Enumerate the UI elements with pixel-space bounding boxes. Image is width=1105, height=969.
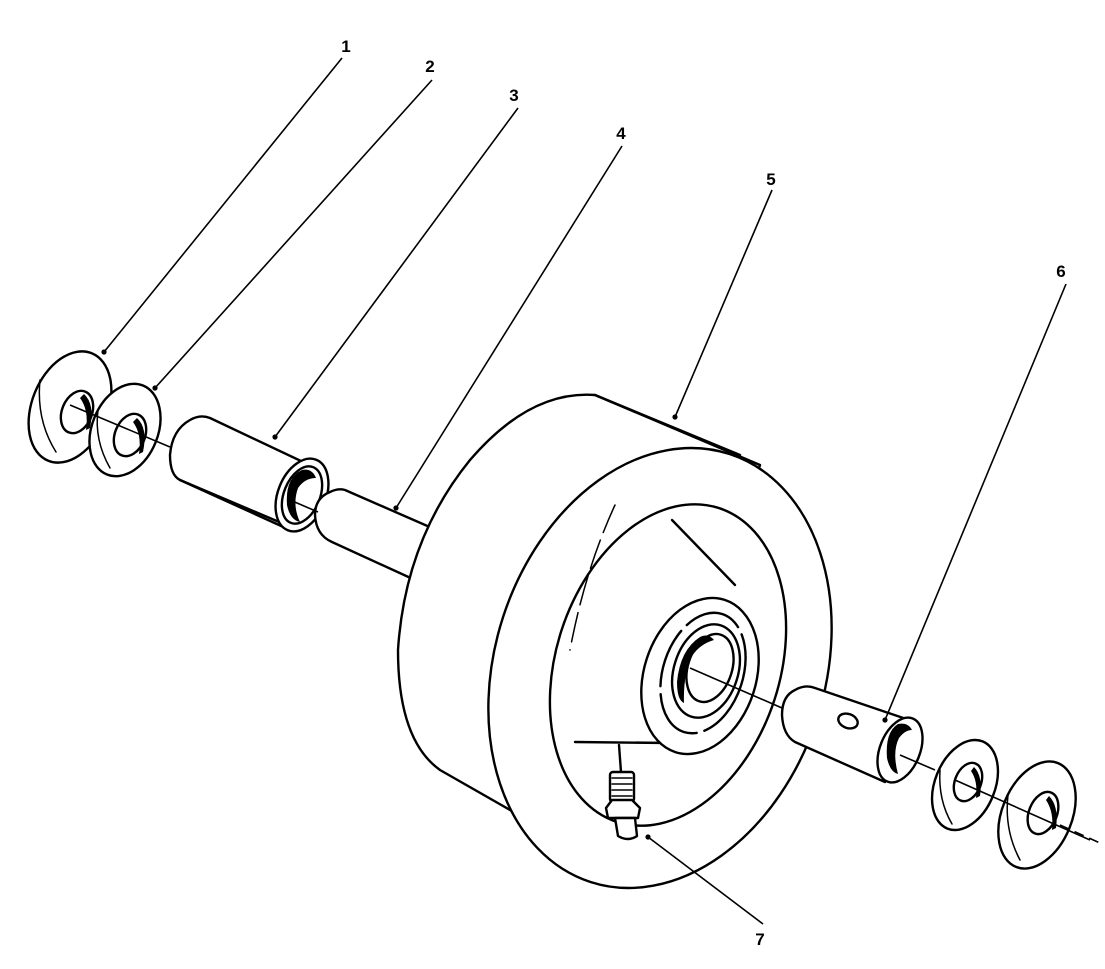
part-3-spacer-tube bbox=[168, 415, 330, 533]
part-6-bushing bbox=[780, 685, 936, 784]
part-2-inner-washer bbox=[88, 382, 162, 478]
callout-7: 7 bbox=[645, 834, 765, 949]
leader-dot bbox=[393, 505, 399, 511]
leader-line bbox=[103, 57, 343, 353]
leader-dot bbox=[272, 434, 278, 440]
callout-label: 1 bbox=[341, 37, 350, 56]
right-outer-washer bbox=[997, 760, 1077, 870]
leader-line bbox=[154, 79, 433, 389]
leader-line bbox=[884, 283, 1067, 721]
leader-line bbox=[674, 189, 773, 418]
part-4-axle-pin bbox=[289, 488, 434, 582]
callouts: 1 2 3 4 5 6 7 bbox=[101, 37, 1067, 949]
leader-dot bbox=[645, 834, 651, 840]
callout-1: 1 bbox=[101, 37, 351, 355]
part-7-grease-fitting bbox=[604, 743, 642, 841]
leader-dot bbox=[101, 349, 107, 355]
leader-dot bbox=[152, 385, 158, 391]
leader-line bbox=[274, 107, 519, 438]
callout-6: 6 bbox=[882, 262, 1067, 723]
axis-line-right-dashed bbox=[1059, 824, 1101, 844]
axis-line-left bbox=[69, 404, 171, 448]
callout-label: 6 bbox=[1056, 262, 1065, 281]
callout-4: 4 bbox=[393, 124, 626, 511]
leader-line bbox=[395, 145, 623, 509]
callout-2: 2 bbox=[152, 57, 435, 391]
leader-dot bbox=[672, 414, 678, 420]
callout-label: 5 bbox=[766, 170, 775, 189]
callout-label: 2 bbox=[425, 57, 434, 76]
callout-label: 7 bbox=[755, 930, 764, 949]
callout-label: 4 bbox=[616, 124, 626, 143]
part-5-wheel bbox=[396, 393, 833, 890]
callout-label: 3 bbox=[509, 86, 518, 105]
callout-3: 3 bbox=[272, 86, 519, 440]
axis-line-right bbox=[954, 779, 1091, 841]
leader-dot bbox=[882, 717, 888, 723]
callout-5: 5 bbox=[672, 170, 776, 420]
leader-line bbox=[647, 836, 764, 925]
